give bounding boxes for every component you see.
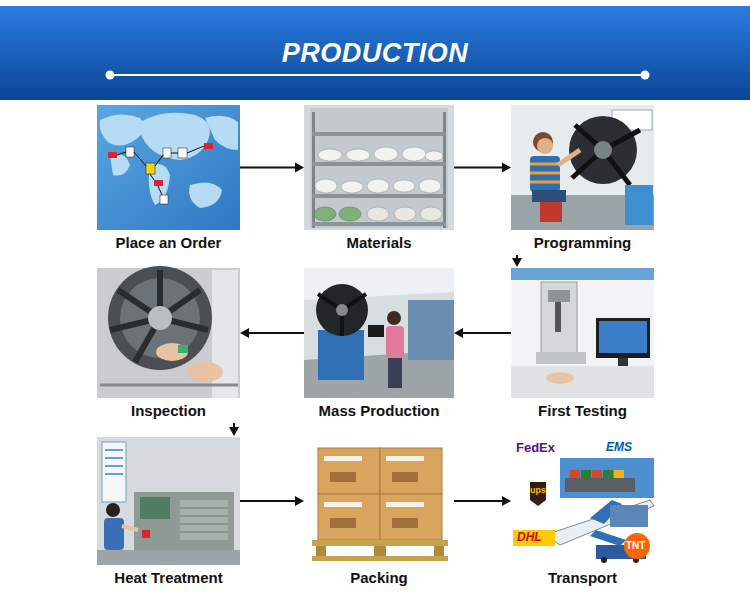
arrow-head: [502, 163, 511, 173]
flow-arrow: [462, 332, 511, 334]
process-step: Programming: [511, 105, 654, 254]
flow-arrow: [454, 500, 503, 502]
heat-treatment-photo: [97, 437, 240, 565]
step-caption: Inspection: [131, 401, 206, 421]
arrow-head: [454, 328, 463, 338]
world-map-photo: [97, 105, 240, 230]
process-step: Heat Treatment: [97, 437, 240, 589]
flow-arrow: [240, 167, 296, 169]
carrier-logo-text: EMS: [606, 441, 632, 455]
first-testing-photo: [511, 268, 654, 398]
step-caption: Transport: [548, 568, 617, 588]
carrier-logo-text: FedEx: [516, 441, 555, 456]
flow-arrow: [248, 332, 304, 334]
step-caption: Materials: [346, 233, 411, 253]
diagram-title: PRODUCTION: [0, 37, 750, 69]
inspection-photo: [97, 266, 240, 398]
mass-production-photo: [304, 268, 454, 398]
carrier-logo-text: DHL: [517, 531, 542, 545]
step-caption: Heat Treatment: [114, 568, 222, 588]
arrow-head: [295, 496, 304, 506]
programming-photo: [511, 105, 654, 230]
process-step: Materials: [304, 105, 454, 254]
step-caption: Packing: [350, 568, 408, 588]
flow-arrow: [240, 500, 296, 502]
arrow-head: [229, 427, 239, 436]
arrow-head: [295, 163, 304, 173]
process-step: First Testing: [511, 268, 654, 422]
process-step: Packing: [304, 437, 454, 589]
arrow-head: [512, 258, 522, 267]
process-step: Inspection: [97, 268, 240, 422]
process-step: Transport: [511, 437, 654, 589]
header-band: [0, 6, 750, 100]
transport-photo: [511, 437, 654, 565]
arrow-head: [502, 496, 511, 506]
process-step: Mass Production: [304, 268, 454, 422]
materials-shelf-photo: [304, 105, 454, 230]
step-caption: Mass Production: [319, 401, 440, 421]
carrier-logo-text: ups: [530, 485, 546, 495]
process-step: Place an Order: [97, 105, 240, 254]
step-caption: Programming: [534, 233, 632, 253]
packing-photo: [304, 437, 454, 565]
flow-arrow: [454, 167, 503, 169]
step-caption: Place an Order: [116, 233, 222, 253]
arrow-head: [240, 328, 249, 338]
carrier-logo-text: TNT: [626, 540, 645, 552]
step-caption: First Testing: [538, 401, 627, 421]
